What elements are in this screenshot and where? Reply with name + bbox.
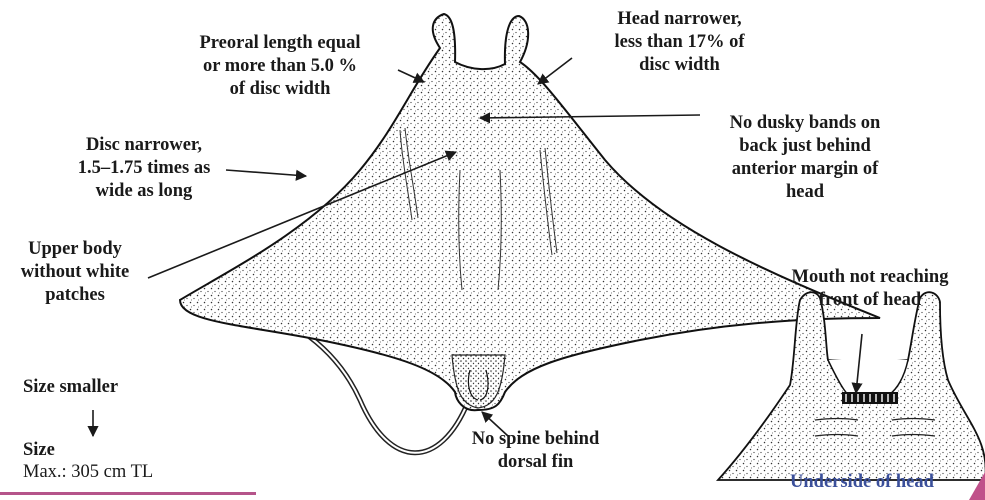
size-value: Max.: 305 cm TL	[23, 462, 153, 483]
accent-bar	[0, 492, 256, 495]
inset-caption: Underside of head	[790, 472, 934, 493]
label-size-smaller: Size smaller	[23, 376, 118, 399]
size-title: Size	[23, 440, 55, 461]
